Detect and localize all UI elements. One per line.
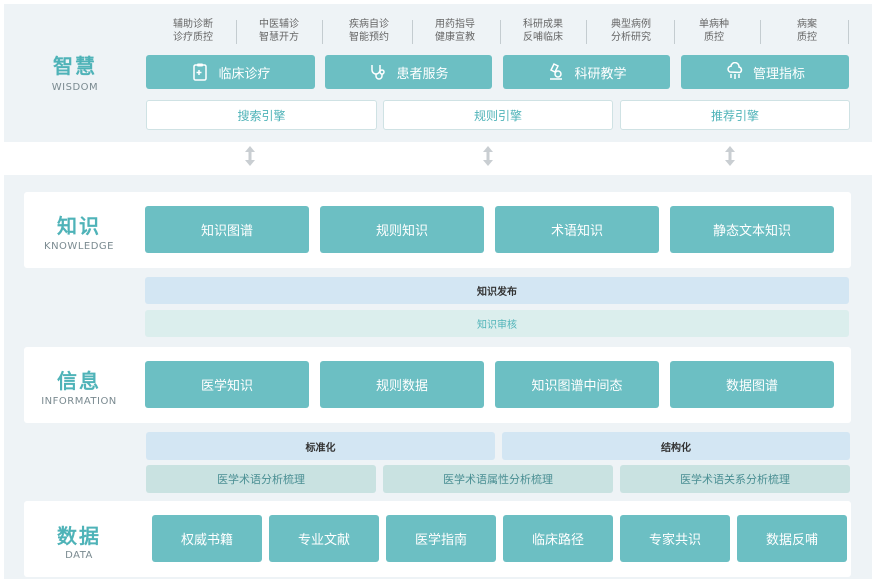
double-arrow-icon <box>483 146 493 166</box>
knowledge-subtitle: KNOWLEDGE <box>44 241 114 252</box>
information-item[interactable]: 医学知识 <box>145 361 309 408</box>
top-label-5: 科研成果反哺临床 <box>523 19 563 43</box>
top-label-6: 典型病例分析研究 <box>611 19 651 43</box>
category-label: 患者服务 <box>396 66 449 82</box>
knowledge-item[interactable]: 静态文本知识 <box>670 206 834 253</box>
stethoscope-icon <box>371 65 386 80</box>
top-divider <box>500 20 501 44</box>
data-item[interactable]: 专业文献 <box>269 515 379 562</box>
data-item[interactable]: 医学指南 <box>386 515 496 562</box>
knowledge-publish-bar: 知识发布 <box>145 277 849 304</box>
top-divider <box>760 20 761 44</box>
structure-bar: 结构化 <box>502 432 850 460</box>
information-item[interactable]: 数据图谱 <box>670 361 834 408</box>
top-label-2: 中医辅诊智慧开方 <box>259 19 299 43</box>
top-divider <box>674 20 675 44</box>
microscope-icon <box>550 62 563 80</box>
wisdom-title: 智慧 <box>53 54 97 78</box>
double-arrow-icon <box>245 146 255 166</box>
category-label: 科研教学 <box>574 66 627 82</box>
data-title: 数据 <box>57 524 101 548</box>
top-label-7: 单病种质控 <box>699 19 729 43</box>
top-divider <box>236 20 237 44</box>
double-arrow-icon <box>725 146 735 166</box>
top-divider <box>586 20 587 44</box>
category-label: 临床诊疗 <box>218 66 271 82</box>
knowledge-review-bar: 知识审核 <box>145 310 849 337</box>
top-divider <box>848 20 849 44</box>
information-item[interactable]: 规则数据 <box>320 361 484 408</box>
wisdom-subtitle: WISDOM <box>51 82 99 93</box>
cloud-network-icon <box>727 62 743 79</box>
engine-recommend[interactable]: 推荐引擎 <box>620 100 850 130</box>
information-title: 信息 <box>57 369 101 393</box>
top-divider <box>322 20 323 44</box>
engine-search[interactable]: 搜索引擎 <box>146 100 377 130</box>
category-clinical[interactable]: 临床诊疗 <box>146 55 315 89</box>
data-item[interactable]: 数据反哺 <box>737 515 847 562</box>
data-item[interactable]: 临床路径 <box>503 515 613 562</box>
category-label: 管理指标 <box>752 66 805 82</box>
top-label-8: 病案质控 <box>797 19 817 43</box>
top-label-3: 疾病自诊智能预约 <box>349 19 389 43</box>
data-subtitle: DATA <box>65 550 93 561</box>
category-patient[interactable]: 患者服务 <box>325 55 492 89</box>
information-subtitle: INFORMATION <box>41 396 117 407</box>
data-item[interactable]: 权威书籍 <box>152 515 262 562</box>
term-task-bar: 医学术语关系分析梳理 <box>620 465 850 493</box>
data-item[interactable]: 专家共识 <box>620 515 730 562</box>
standardize-bar: 标准化 <box>146 432 495 460</box>
knowledge-item[interactable]: 规则知识 <box>320 206 484 253</box>
category-management[interactable]: 管理指标 <box>681 55 849 89</box>
term-task-bar: 医学术语分析梳理 <box>146 465 376 493</box>
information-item[interactable]: 知识图谱中间态 <box>495 361 659 408</box>
engine-rule[interactable]: 规则引擎 <box>383 100 613 130</box>
knowledge-title: 知识 <box>57 214 101 238</box>
clipboard-icon <box>193 63 208 81</box>
knowledge-item[interactable]: 知识图谱 <box>145 206 309 253</box>
category-research[interactable]: 科研教学 <box>503 55 670 89</box>
top-label-1: 辅助诊断诊疗质控 <box>173 19 213 43</box>
top-label-4: 用药指导健康宣教 <box>435 19 475 43</box>
knowledge-item[interactable]: 术语知识 <box>495 206 659 253</box>
term-task-bar: 医学术语属性分析梳理 <box>383 465 613 493</box>
top-divider <box>412 20 413 44</box>
